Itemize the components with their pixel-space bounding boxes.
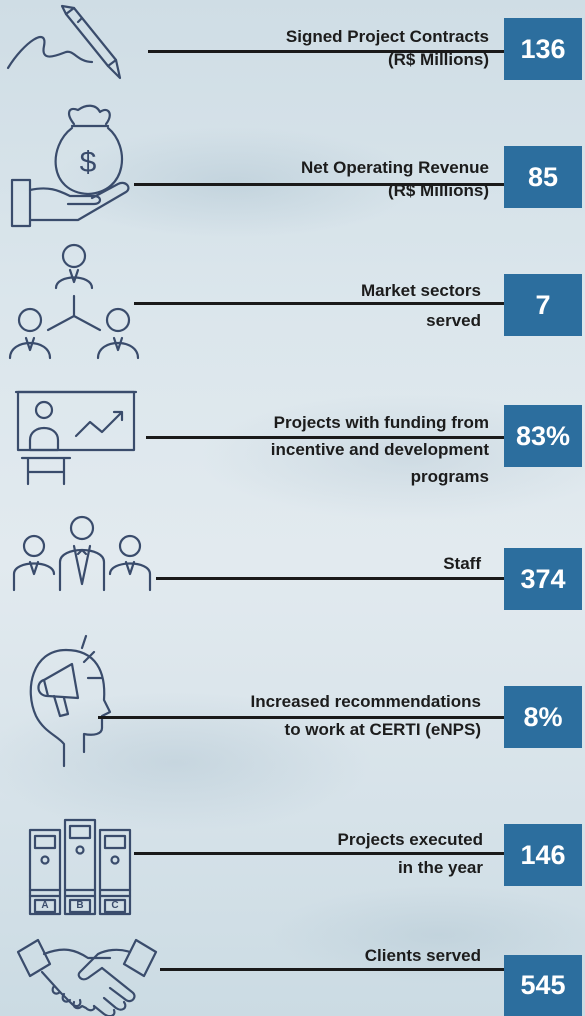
connector-line xyxy=(148,50,508,53)
connector-line xyxy=(134,302,506,305)
stat-value-box: 83% xyxy=(504,405,582,467)
handshake-icon xyxy=(14,936,160,1016)
stat-label: Net Operating Revenue (R$ Millions) xyxy=(301,158,489,200)
team-people-icon xyxy=(4,514,159,594)
stat-label: Projects with funding from incentive and… xyxy=(270,413,489,486)
connector-line xyxy=(134,183,506,186)
connector-line xyxy=(156,577,506,580)
stat-label: Projects executed in the year xyxy=(337,830,483,877)
stat-label: Signed Project Contracts (R$ Millions) xyxy=(285,27,489,69)
stat-label: Clients served xyxy=(364,946,481,965)
stat-label: Market sectors served xyxy=(360,281,481,330)
connector-line xyxy=(160,968,506,971)
presentation-chart-icon xyxy=(14,388,139,488)
stat-value-box: 146 xyxy=(504,824,582,886)
svg-text:$: $ xyxy=(80,146,97,179)
binder-letter-c: C xyxy=(111,900,119,911)
stat-value-box: 7 xyxy=(504,274,582,336)
pen-signature-icon xyxy=(4,2,126,82)
binders-icon xyxy=(26,816,136,918)
connector-line xyxy=(146,436,506,439)
stat-value-box: 374 xyxy=(504,548,582,610)
head-megaphone-icon xyxy=(14,620,124,770)
stat-value-box: 545 xyxy=(504,955,582,1016)
connector-line xyxy=(98,716,508,719)
people-network-icon xyxy=(4,238,144,368)
stat-value-box: 8% xyxy=(504,686,582,748)
connector-line xyxy=(134,852,508,855)
binder-letter-b: B xyxy=(76,900,84,911)
stat-label: Staff xyxy=(443,554,481,573)
stat-label: Increased recommendations to work at CER… xyxy=(250,692,481,739)
stat-value-box: 85 xyxy=(504,146,582,208)
binder-letter-a: A xyxy=(41,900,49,911)
stat-value-box: 136 xyxy=(504,18,582,80)
money-bag-hand-icon: $ xyxy=(8,100,136,235)
